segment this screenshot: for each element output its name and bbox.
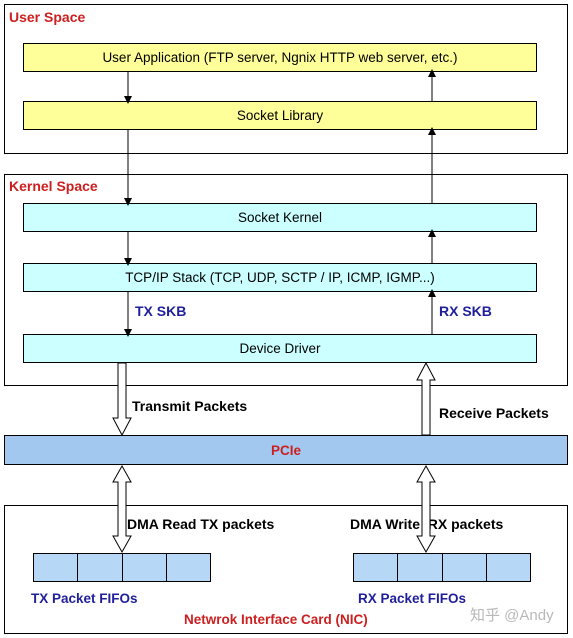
socket-library-box: Socket Library — [23, 101, 537, 130]
rx-fifos-label: RX Packet FIFOs — [358, 591, 467, 606]
watermark: 知乎 @Andy — [470, 607, 554, 624]
rx-fifo-cell — [397, 553, 443, 582]
tx-fifo-cell — [77, 553, 123, 582]
rx-fifo-cell — [442, 553, 487, 582]
rx-fifo-cell — [486, 553, 531, 582]
receive-packets-label: Receive Packets — [439, 405, 549, 421]
pcie-bar: PCIe — [4, 435, 568, 465]
tx-fifos-label: TX Packet FIFOs — [31, 591, 138, 606]
dma-write-arrow — [416, 464, 436, 554]
user-application-box: User Application (FTP server, Ngnix HTTP… — [23, 43, 537, 72]
dma-read-arrow — [112, 464, 132, 554]
receive-packets-arrow — [416, 361, 436, 436]
tcpip-stack-box: TCP/IP Stack (TCP, UDP, SCTP / IP, ICMP,… — [23, 263, 537, 292]
device-driver-box: Device Driver — [23, 334, 537, 363]
tx-fifo-cell — [33, 553, 78, 582]
dma-write-label: DMA Write RX packets — [350, 516, 504, 532]
user-space-title: User Space — [9, 9, 86, 25]
tx-fifo-cell — [122, 553, 167, 582]
nic-title: Netwrok Interface Card (NIC) — [184, 612, 368, 627]
tx-fifo-cell — [166, 553, 211, 582]
rx-skb-label: RX SKB — [439, 303, 492, 319]
dma-read-label: DMA Read TX packets — [127, 516, 275, 532]
socket-kernel-box: Socket Kernel — [23, 203, 537, 232]
transmit-packets-arrow — [112, 362, 132, 437]
kernel-space-title: Kernel Space — [9, 178, 98, 194]
tx-skb-label: TX SKB — [135, 303, 187, 319]
transmit-packets-label: Transmit Packets — [132, 398, 248, 414]
